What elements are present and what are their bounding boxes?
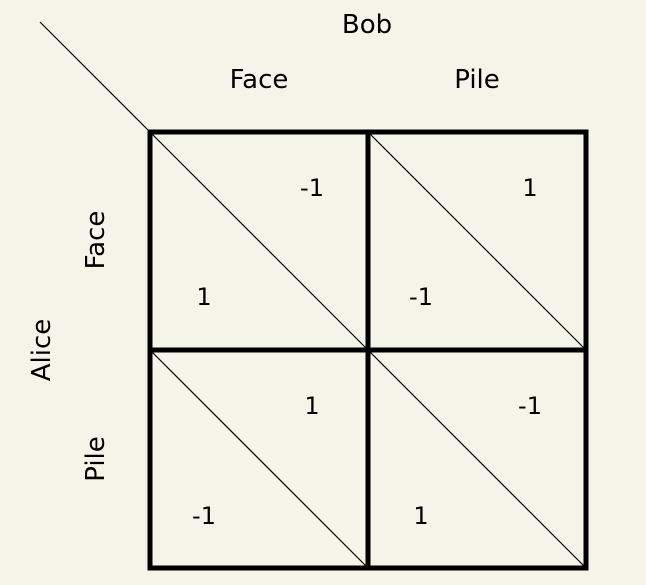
payoff-bob-pile-face: 1 <box>304 392 319 420</box>
cell-divider-pile-face <box>149 349 369 569</box>
payoff-bob-face-pile: 1 <box>522 174 537 202</box>
corner-divider <box>39 21 151 133</box>
payoff-alice-pile-pile: 1 <box>413 502 428 530</box>
row-player-label: Alice <box>27 319 57 382</box>
payoff-bob-face-face: -1 <box>300 174 324 202</box>
column-label-pile: Pile <box>454 65 500 95</box>
payoff-bob-pile-pile: -1 <box>518 392 542 420</box>
payoff-alice-face-face: 1 <box>196 283 211 311</box>
payoff-alice-pile-face: -1 <box>192 502 216 530</box>
cell-divider-face-pile <box>367 131 587 351</box>
row-label-face: Face <box>81 211 111 270</box>
cell-divider-pile-pile <box>367 349 587 569</box>
payoff-alice-face-pile: -1 <box>409 283 433 311</box>
column-player-label: Bob <box>342 10 392 40</box>
column-label-face: Face <box>230 65 289 95</box>
cell-divider-face-face <box>149 131 369 351</box>
row-label-pile: Pile <box>81 436 111 482</box>
